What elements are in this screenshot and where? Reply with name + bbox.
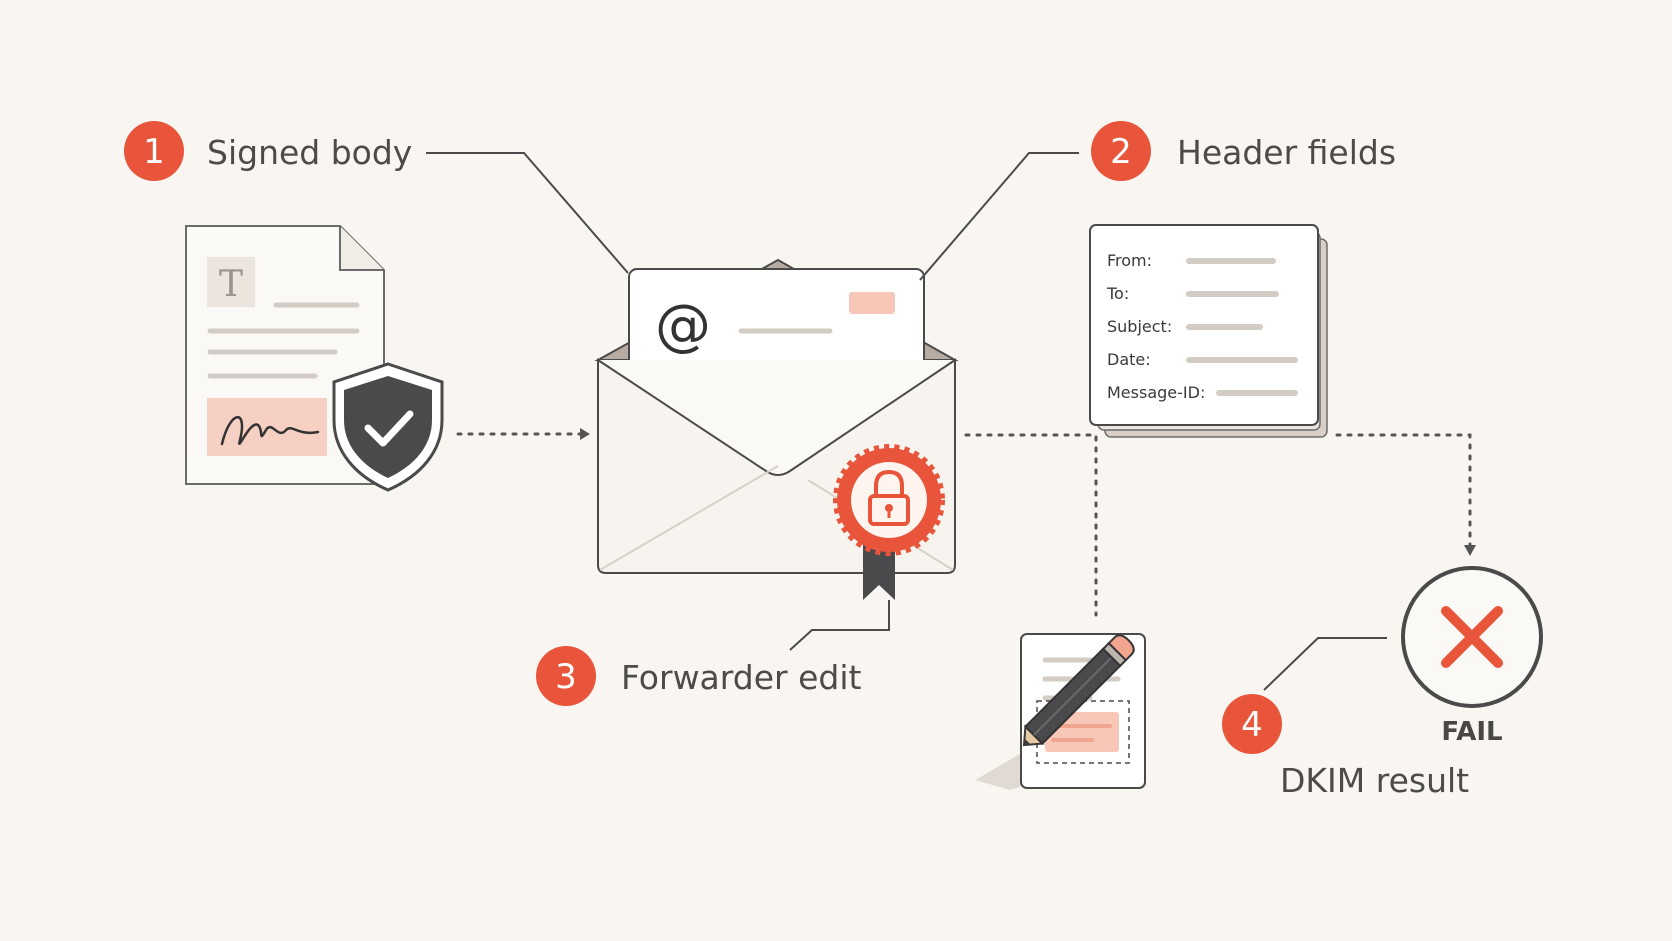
shield-check-icon xyxy=(332,362,444,492)
document-letter: T xyxy=(219,264,243,305)
header-fields-card: From: To: Subject: Date: Message-ID: xyxy=(1089,224,1328,438)
step-2-number: 2 xyxy=(1110,132,1132,172)
header-field-from: From: xyxy=(1107,251,1152,270)
step-2-label: Header fields xyxy=(1177,133,1396,172)
arrow-headers-to-result xyxy=(1335,433,1476,556)
step-3-label: Forwarder edit xyxy=(621,658,861,697)
step-3-callout: 3 Forwarder edit xyxy=(536,600,890,706)
header-field-subject: Subject: xyxy=(1107,317,1172,336)
header-field-message-id: Message-ID: xyxy=(1107,383,1205,402)
step-2-badge xyxy=(1091,121,1151,181)
step-1-number: 1 xyxy=(143,132,165,172)
fail-result-icon xyxy=(1401,566,1543,708)
step-4-label: DKIM result xyxy=(1280,761,1469,800)
signed-document-icon: T xyxy=(185,225,444,492)
step-4-number: 4 xyxy=(1241,705,1263,745)
step-2-leader-line xyxy=(919,152,1079,281)
step-4-leader-line xyxy=(1263,637,1387,691)
step-1-callout: 1 Signed body xyxy=(124,121,629,274)
step-1-badge xyxy=(124,121,184,181)
step-2-callout: 2 Header fields xyxy=(919,121,1396,281)
step-1-label: Signed body xyxy=(207,133,412,172)
step-3-badge xyxy=(536,646,596,706)
step-3-number: 3 xyxy=(555,657,577,697)
arrow-envelope-to-edit xyxy=(964,433,1098,617)
pencil-icon xyxy=(1022,634,1135,747)
header-field-to: To: xyxy=(1106,284,1129,303)
signature-scribble xyxy=(220,416,320,446)
step-3-leader-line xyxy=(789,600,890,651)
result-status: FAIL xyxy=(1441,717,1502,747)
step-4-callout: 4 DKIM result xyxy=(1222,637,1469,800)
arrow-body-to-envelope xyxy=(456,428,590,440)
header-field-date: Date: xyxy=(1107,350,1151,369)
step-1-leader-line xyxy=(426,152,629,274)
at-symbol-icon: @ xyxy=(655,293,711,358)
step-4-badge xyxy=(1222,694,1282,754)
lock-seal-icon xyxy=(833,444,945,600)
